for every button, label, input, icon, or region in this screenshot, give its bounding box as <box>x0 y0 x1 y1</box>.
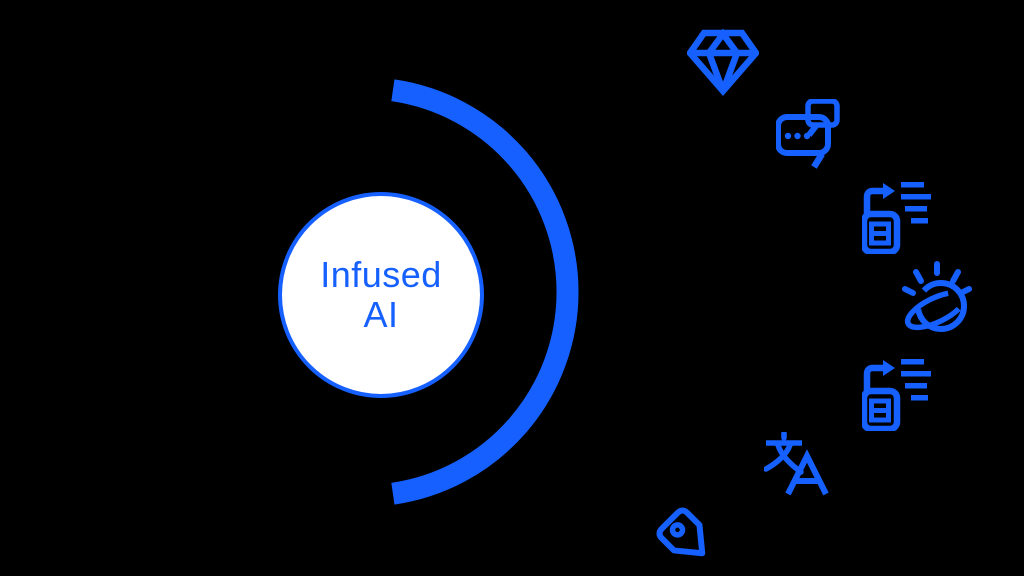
translate-icon <box>764 432 829 496</box>
document-transform-icon <box>862 182 931 254</box>
hub-label-line1: Infused <box>320 254 442 295</box>
tag-icon <box>656 507 706 557</box>
hub-circle: Infused AI <box>278 192 484 398</box>
diamond-icon <box>687 28 759 96</box>
watson-avatar-icon <box>902 261 972 332</box>
hub-label-line2: AI <box>363 294 399 335</box>
chat-icon <box>776 99 840 169</box>
document-transform-icon-2 <box>862 359 931 431</box>
